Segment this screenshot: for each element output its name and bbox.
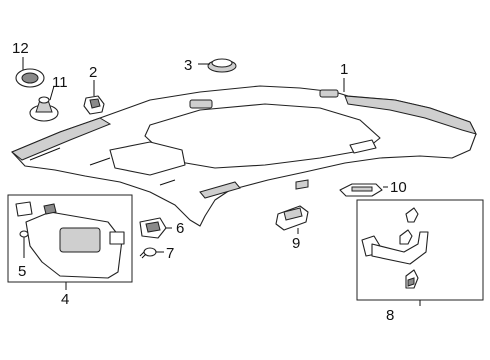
callout-2: 2 xyxy=(89,64,97,81)
grab-handle-group-box xyxy=(356,199,484,301)
retainer-clip-part xyxy=(83,95,105,115)
screw-part xyxy=(139,247,157,259)
callout-6: 6 xyxy=(176,220,184,237)
callout-5: 5 xyxy=(18,263,26,280)
retainer-part xyxy=(29,96,59,122)
headliner-part xyxy=(11,85,477,227)
sunvisor-group-box xyxy=(7,194,133,283)
callout-7: 7 xyxy=(166,245,174,262)
plug-part xyxy=(207,58,237,73)
callout-9: 9 xyxy=(292,235,300,252)
lamp-part xyxy=(275,205,309,231)
bracket-part xyxy=(339,183,383,197)
bezel-part xyxy=(15,68,45,88)
callout-3: 3 xyxy=(184,57,192,74)
callout-11: 11 xyxy=(52,74,68,91)
callout-1: 1 xyxy=(340,61,348,78)
callout-10: 10 xyxy=(390,179,407,196)
sunvisor-clip-part xyxy=(139,217,167,239)
callout-labels: 1 2 3 4 5 6 7 8 9 10 11 12 xyxy=(12,40,407,324)
callout-8: 8 xyxy=(386,307,394,324)
callout-12: 12 xyxy=(12,40,29,57)
leader-lines xyxy=(22,57,421,306)
callout-4: 4 xyxy=(61,291,69,308)
